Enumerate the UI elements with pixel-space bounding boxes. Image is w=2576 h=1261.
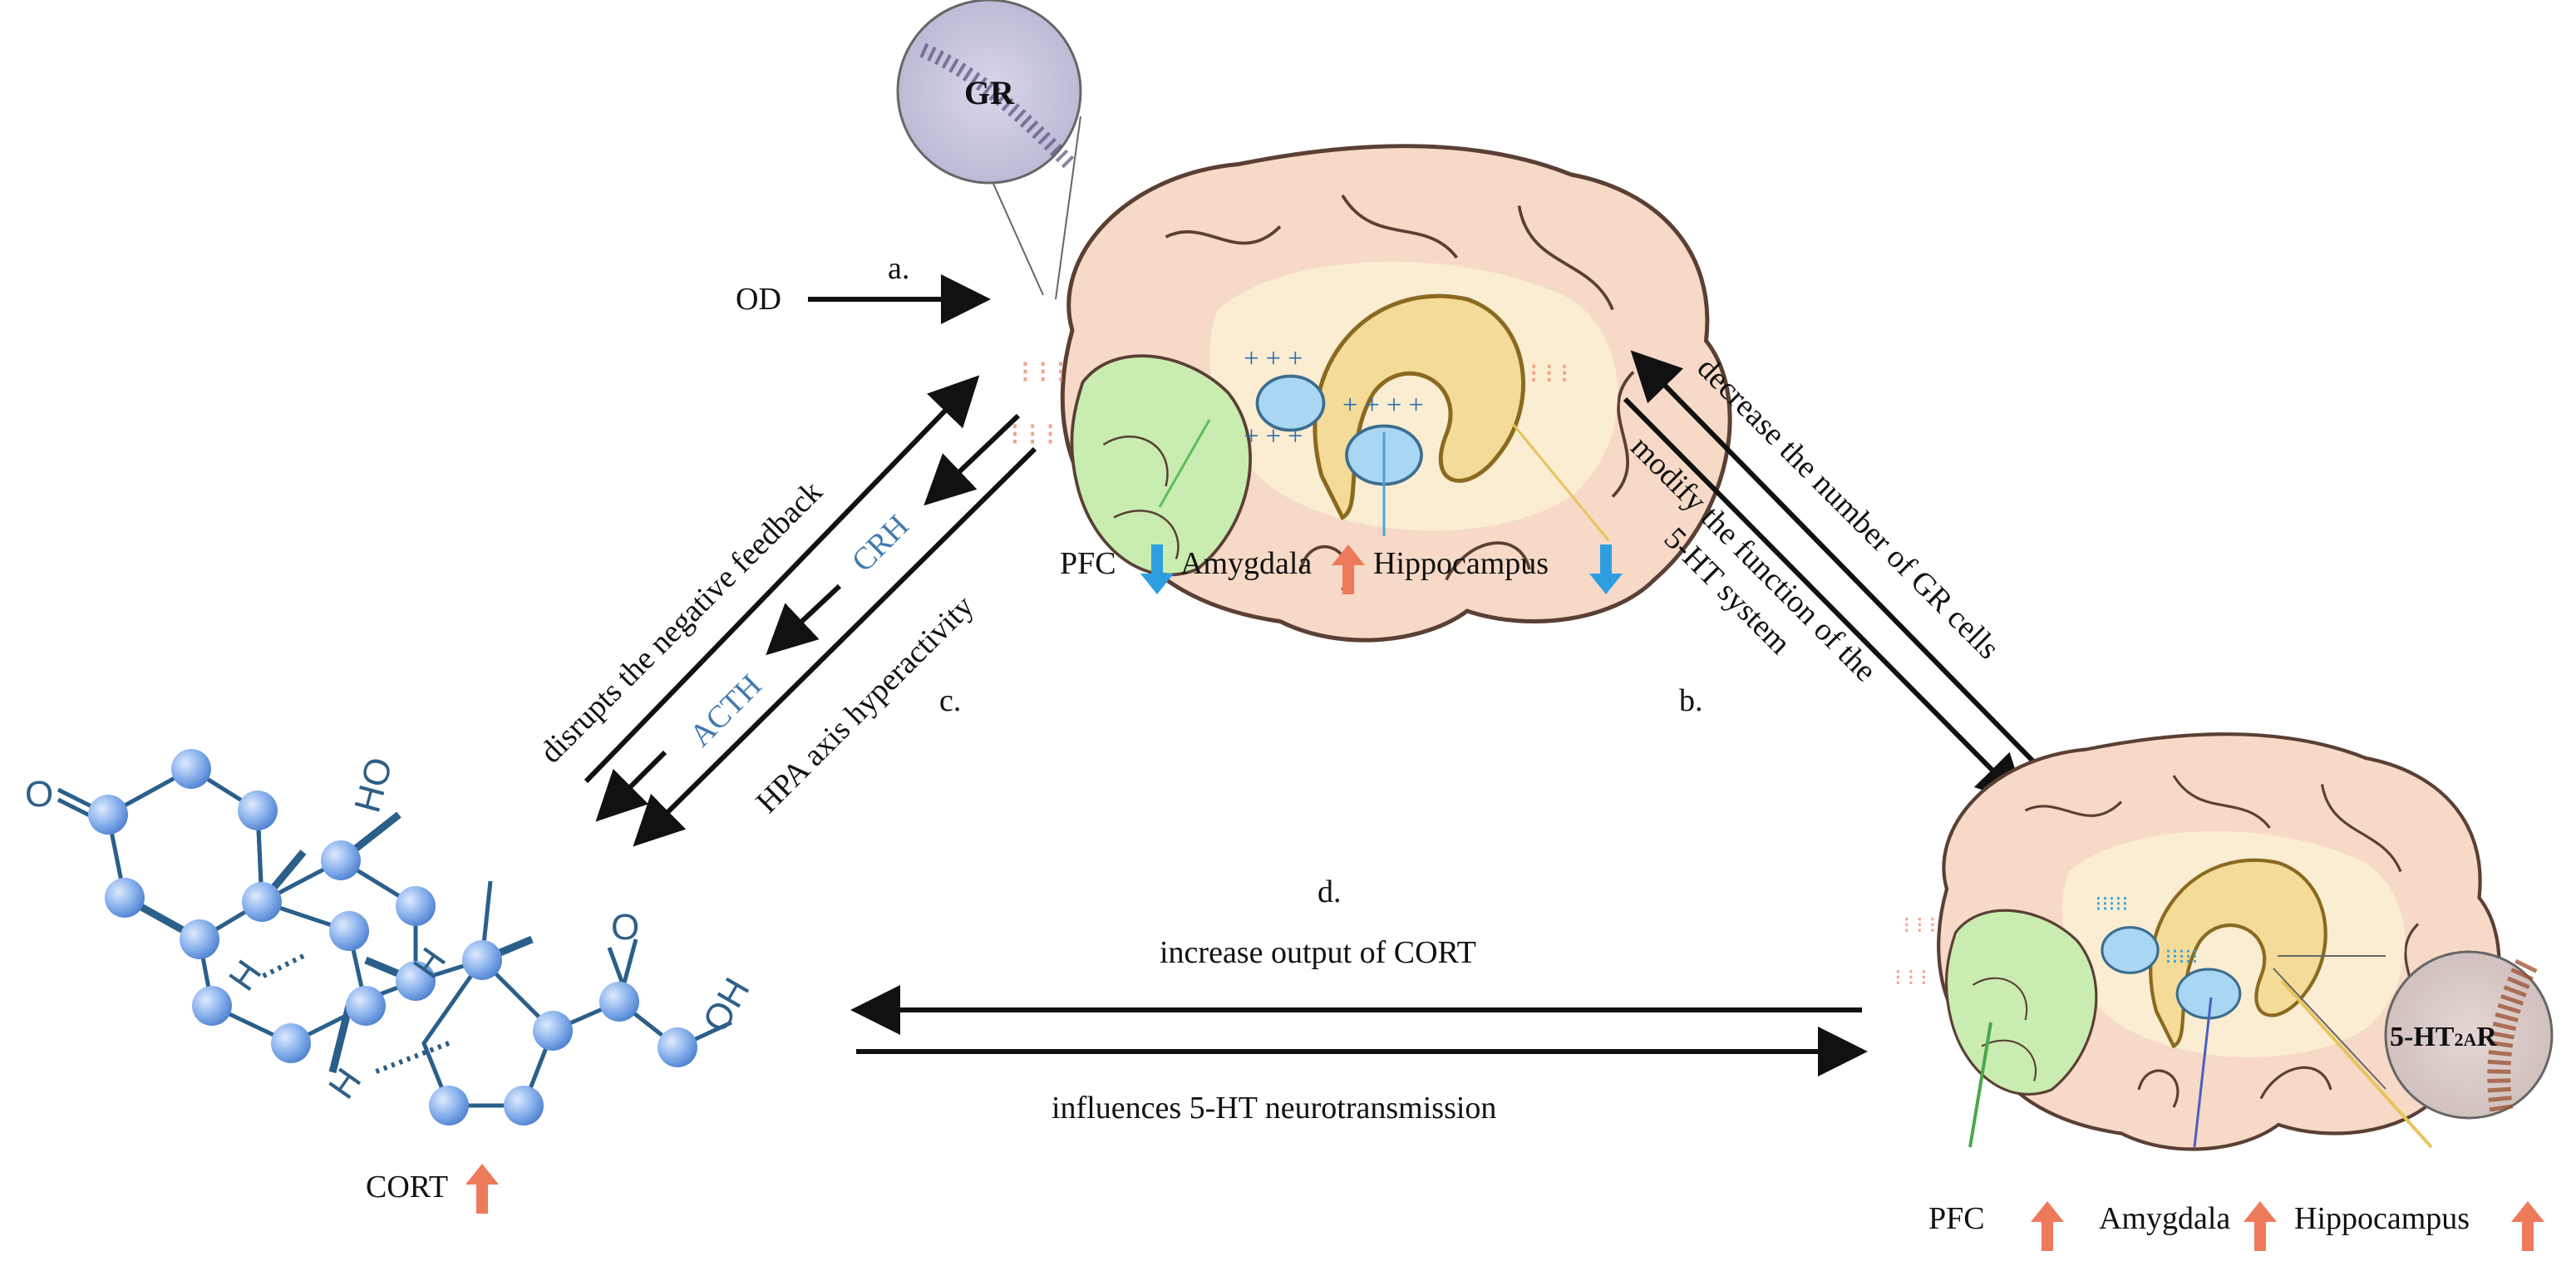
decrease-gr-arrow [1630,350,2039,767]
acth-label: ACTH [683,668,769,754]
influences-5ht-label: influences 5-HT neurotransmission [1052,1091,1496,1126]
oh-label: OH [695,971,757,1039]
cort-arrow-up-icon [465,1164,499,1214]
svg-text:⁝ ⁝ ⁝: ⁝ ⁝ ⁝ [1904,913,1937,938]
bottom-amygdala-arrow-up-icon [2244,1201,2277,1251]
svg-text:⁝ ⁝ ⁝: ⁝ ⁝ ⁝ [1021,356,1066,390]
brain-top: + + + + + + + + + + ⁝ ⁝ ⁝ ⁝ ⁝ ⁝ ⁝ ⁝ ⁝ [1010,146,1730,641]
ht2ar-label: 5-HT2AR [2390,1022,2497,1052]
increase-cort-label: increase output of CORT [1160,935,1476,970]
top-pfc-arrow-down-icon [1140,544,1174,594]
top-amygdala-arrow-up-icon [1332,544,1365,594]
ketone-o2-label: O [611,907,639,948]
top-hippocampus-label: Hippocampus [1373,546,1549,581]
svg-text:⁝⁝⁝⁝⁝: ⁝⁝⁝⁝⁝ [2096,894,2129,916]
ho-label: HO [347,753,400,816]
ketone-o-label: O [25,774,53,815]
svg-text:⁝ ⁝ ⁝: ⁝ ⁝ ⁝ [1894,965,1928,990]
acth-arrow [766,584,842,656]
svg-text:⁝ ⁝ ⁝: ⁝ ⁝ ⁝ [1529,359,1569,389]
od-label: OD [736,282,781,317]
bottom-hippocampus-label: Hippocampus [2294,1201,2470,1236]
svg-text:⁝ ⁝ ⁝: ⁝ ⁝ ⁝ [1010,418,1056,452]
h3-label: H [321,1062,369,1106]
crh-label: CRH [845,508,916,579]
molecule-atoms [88,749,697,1126]
crh-arrow [924,413,1021,506]
disrupts-feedback-label: disrupts the negative feedback [534,475,830,771]
bottom-pfc-arrow-up-icon [2031,1201,2064,1251]
modify-5ht-arrow [1623,397,2027,805]
bottom-amygdala-label: Amygdala [2099,1201,2230,1236]
step-d-label: d. [1318,874,1342,909]
h1-label: H [221,953,269,998]
disrupts-feedback-arrow [584,375,980,784]
step-c-label: c. [939,683,961,718]
top-amygdala-label: Amygdala [1180,546,1312,581]
acth-to-cort-arrow [595,750,667,822]
hpa-hyperactivity-arrow [633,446,1037,847]
top-pfc-label: PFC [1060,546,1116,581]
bottom-pfc-label: PFC [1928,1201,1985,1236]
step-b-label: b. [1679,683,1703,718]
bottom-hippocampus-arrow-up-icon [2511,1201,2544,1251]
top-hippocampus-arrow-down-icon [1589,544,1623,594]
svg-text:+ + +: + + + [1244,343,1303,373]
svg-text:⁝⁝⁝⁝⁝: ⁝⁝⁝⁝⁝ [2165,946,2199,968]
svg-text:+ + + +: + + + + [1342,391,1424,421]
ht2ar-staining-circle: 5-HT2AR [2273,950,2554,1120]
brain-bottom: ⁝⁝⁝⁝⁝ ⁝⁝⁝⁝⁝ ⁝ ⁝ ⁝ ⁝ ⁝ ⁝ [1894,734,2499,1149]
gr-label: GR [964,74,1015,111]
svg-text:+ + +: + + + [1244,421,1303,451]
step-a-label: a. [888,251,909,286]
cort-label: CORT [366,1170,448,1204]
gr-staining-circle: GR [896,0,1082,300]
